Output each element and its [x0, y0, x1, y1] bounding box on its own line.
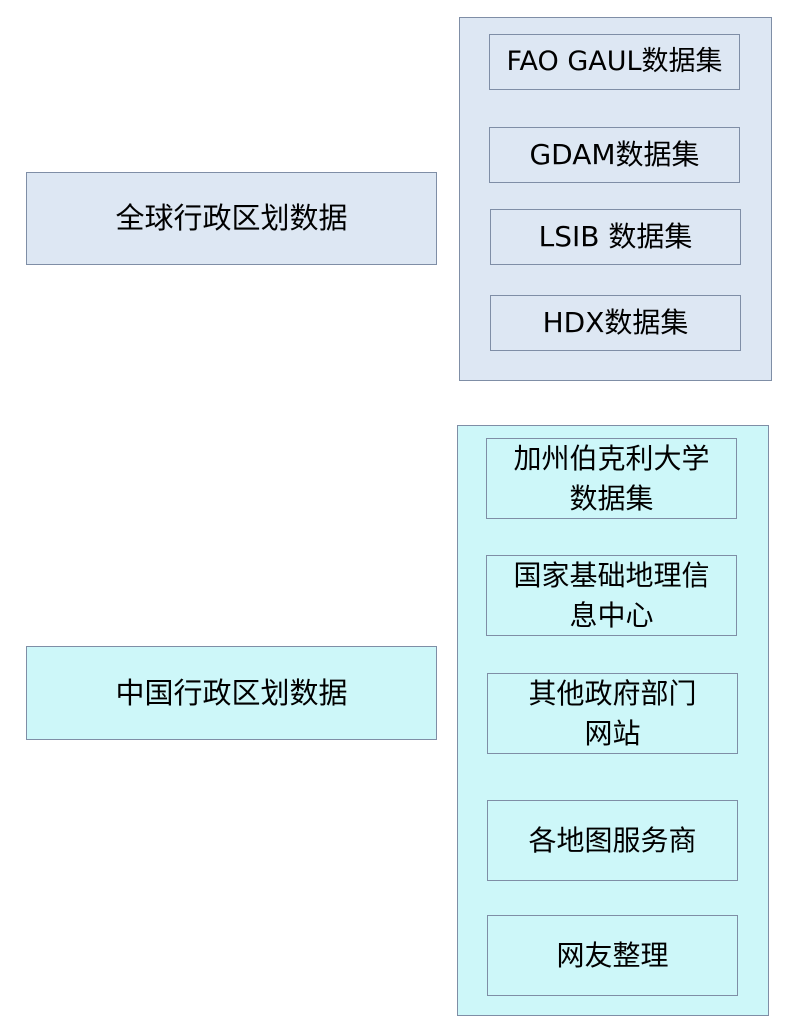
- dataset-node-fao-gaul: FAO GAUL数据集: [489, 34, 740, 90]
- global-admin-data-node: 全球行政区划数据: [26, 172, 437, 265]
- source-label-berkeley: 加州伯克利大学 数据集: [513, 441, 710, 515]
- source-label-ngcc: 国家基础地理信 息中心: [513, 558, 710, 632]
- source-node-berkeley: 加州伯克利大学 数据集: [486, 438, 737, 519]
- global-admin-data-label: 全球行政区划数据: [115, 201, 348, 236]
- dataset-node-hdx: HDX数据集: [490, 295, 741, 351]
- source-node-government-sites: 其他政府部门 网站: [487, 673, 738, 754]
- source-node-map-providers: 各地图服务商: [487, 800, 738, 881]
- china-admin-data-label: 中国行政区划数据: [115, 675, 348, 710]
- dataset-label-gdam: GDAM数据集: [529, 138, 700, 171]
- source-node-netizens: 网友整理: [487, 915, 738, 996]
- source-label-government-sites: 其他政府部门 网站: [528, 676, 697, 750]
- dataset-node-lsib: LSIB 数据集: [490, 209, 741, 265]
- source-label-map-providers: 各地图服务商: [528, 823, 697, 857]
- dataset-label-lsib: LSIB 数据集: [538, 220, 693, 253]
- source-label-netizens: 网友整理: [556, 938, 669, 972]
- source-node-ngcc: 国家基础地理信 息中心: [486, 555, 737, 636]
- dataset-label-hdx: HDX数据集: [542, 306, 689, 339]
- dataset-label-fao-gaul: FAO GAUL数据集: [506, 46, 723, 77]
- dataset-node-gdam: GDAM数据集: [489, 127, 740, 183]
- china-admin-data-node: 中国行政区划数据: [26, 646, 437, 740]
